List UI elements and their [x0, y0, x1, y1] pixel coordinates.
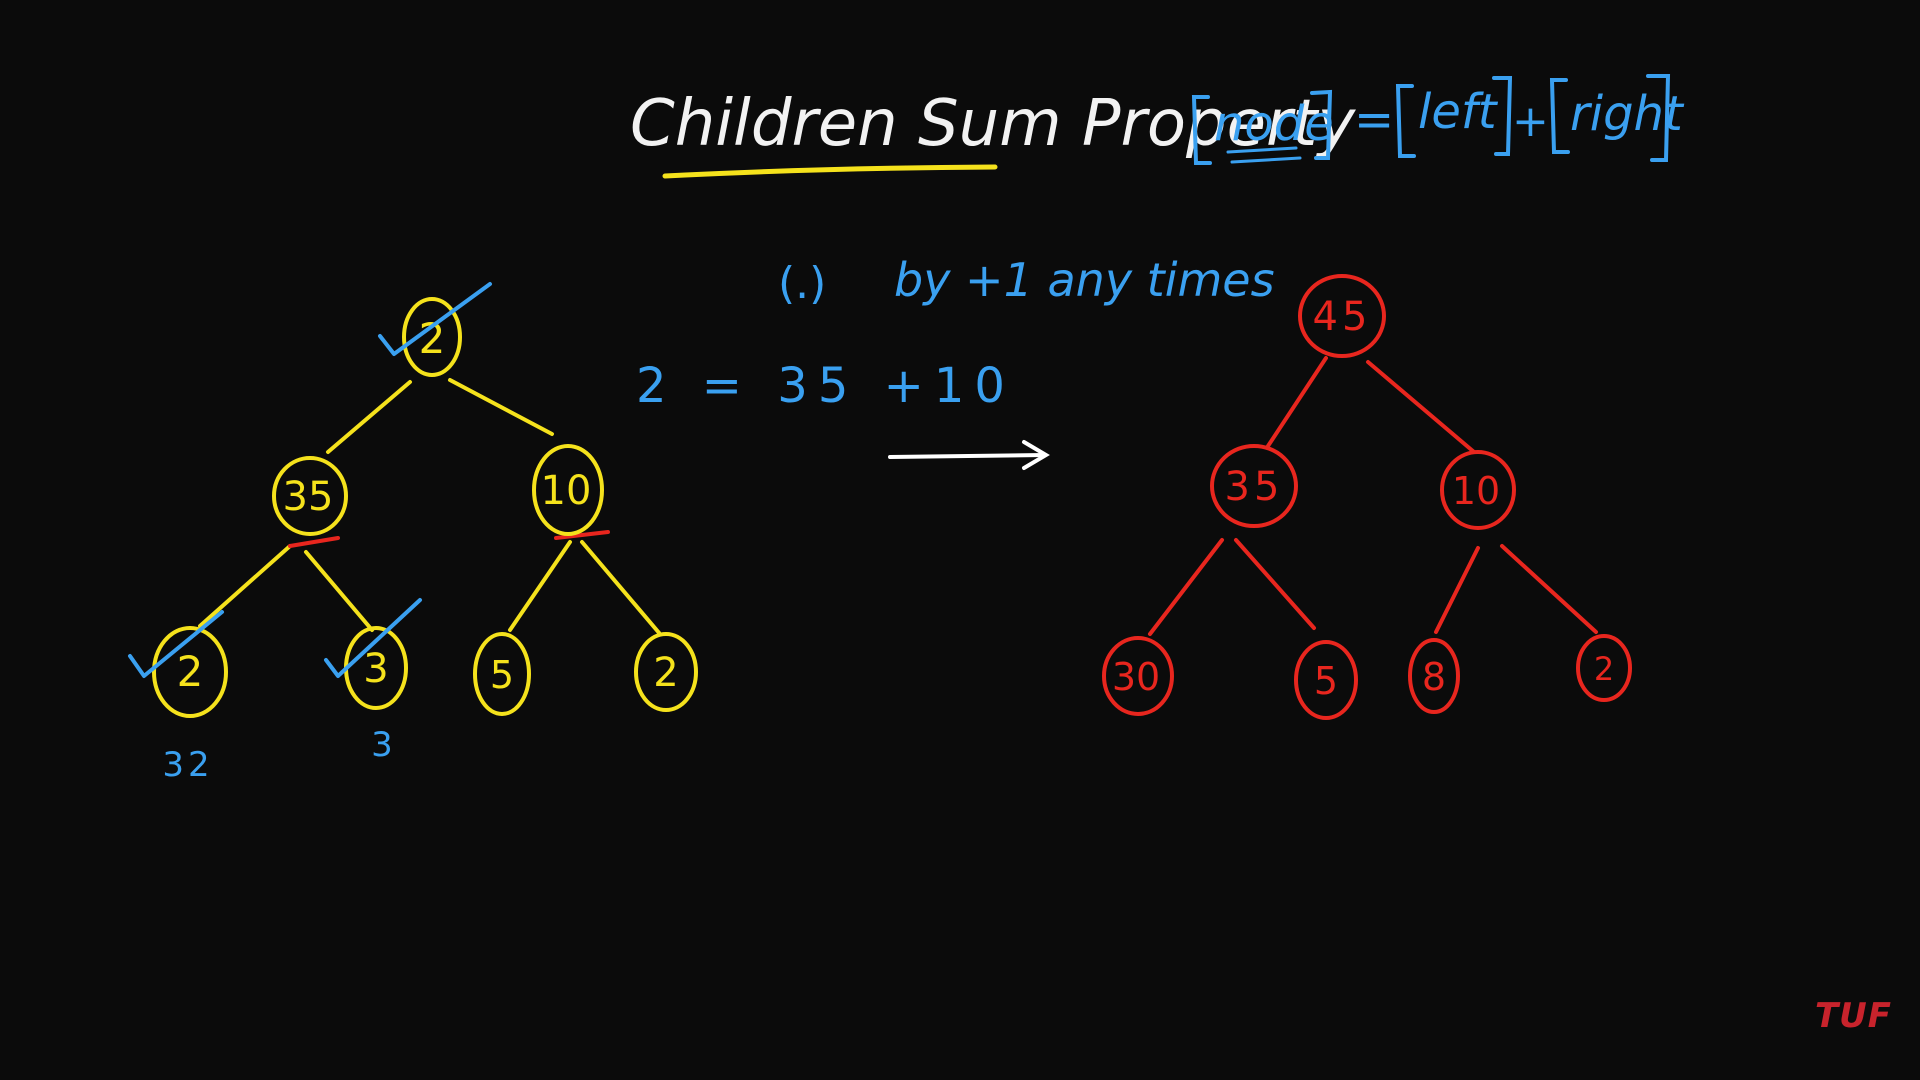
note-text: by +1 any times	[894, 253, 1275, 307]
left-node-10-value: 10	[541, 468, 592, 514]
left-node-10: 10	[532, 444, 604, 536]
left-node-root: 2	[402, 297, 462, 377]
bracket-open-right	[1549, 78, 1570, 154]
edge-10-5	[508, 540, 572, 632]
bracket-close-left	[1492, 76, 1513, 156]
right-node-35: 35	[1210, 444, 1298, 528]
formula-left: left	[1418, 84, 1499, 140]
right-node-35-value: 35	[1225, 464, 1284, 510]
edge-10-8	[1434, 546, 1480, 634]
formula-plus: +	[1512, 96, 1549, 147]
right-node-5-value: 5	[1314, 659, 1338, 703]
bracket-close-right	[1646, 74, 1671, 162]
edge-35-3	[304, 550, 374, 632]
right-node-10-value: 10	[1452, 469, 1500, 513]
arrow	[888, 440, 1050, 470]
check-mark-root	[378, 282, 492, 356]
title-underline	[662, 164, 998, 179]
right-node-8: 8	[1408, 638, 1460, 714]
edge-10-2	[580, 540, 662, 636]
left-node-2: 2	[152, 626, 228, 718]
title: Children Sum Property	[630, 87, 1356, 161]
equation: 2 = 35 +10	[636, 358, 1015, 414]
right-node-8-value: 8	[1422, 655, 1446, 699]
right-tree-nodes: 45 35 10 30 5 8 2	[1102, 274, 1632, 720]
edge-45-35	[1266, 356, 1328, 448]
edge-root-10	[448, 378, 554, 436]
left-tree-nodes: 2 35 10 2 3 5 2	[152, 297, 698, 718]
right-node-45: 45	[1298, 274, 1386, 358]
edge-35-5	[1234, 538, 1316, 630]
bracket-open-left	[1395, 84, 1416, 158]
left-node-2b: 2	[634, 632, 698, 712]
check-mark-node-3	[324, 598, 422, 678]
edge-root-35	[326, 380, 412, 454]
bracket-open-node	[1191, 95, 1212, 165]
left-node-2b-value: 2	[653, 650, 678, 696]
right-node-30-value: 30	[1112, 655, 1160, 699]
left-node-5-value: 5	[490, 653, 514, 697]
left-node-35-value: 35	[283, 474, 334, 520]
edge-35-2	[198, 544, 292, 628]
bracket-close-node	[1310, 89, 1333, 160]
edge-45-10	[1366, 360, 1476, 454]
check-mark-node-2	[128, 610, 224, 678]
right-node-5: 5	[1294, 640, 1358, 720]
right-node-45-value: 45	[1313, 294, 1372, 340]
watermark-logo: TUF	[1814, 996, 1892, 1036]
check-marks	[128, 282, 492, 678]
right-node-2-value: 2	[1594, 650, 1614, 688]
right-tree-edges	[1148, 356, 1598, 636]
annotation-32: 32	[162, 745, 213, 785]
formula	[1191, 74, 1671, 165]
edge-35-30	[1148, 538, 1224, 636]
node-underline	[1226, 146, 1302, 164]
left-tree-edges	[198, 378, 662, 636]
note-bullet: (.)	[778, 258, 826, 309]
left-node-35: 35	[272, 456, 348, 536]
right-node-2: 2	[1576, 634, 1632, 702]
left-node-3-value: 3	[363, 646, 388, 692]
edge-10-2r	[1500, 544, 1598, 634]
annotation-3: 3	[371, 725, 393, 765]
formula-node: node	[1214, 96, 1334, 152]
red-marks	[288, 530, 610, 548]
left-node-2-value: 2	[177, 647, 204, 696]
right-node-30: 30	[1102, 636, 1174, 716]
formula-equals: =	[1354, 92, 1394, 148]
formula-right: right	[1570, 86, 1685, 142]
left-node-5: 5	[473, 632, 531, 716]
right-node-10: 10	[1440, 450, 1516, 530]
